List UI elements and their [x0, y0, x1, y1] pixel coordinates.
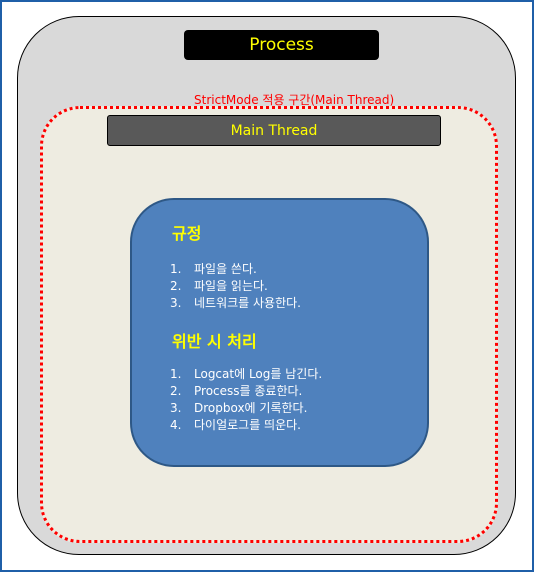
list-item: 3.네트워크를 사용한다. [170, 296, 301, 310]
rules-list: 1.파일을 쓴다. 2.파일을 읽는다. 3.네트워크를 사용한다. [170, 261, 301, 312]
list-item: 1.Logcat에 Log를 남긴다. [170, 367, 323, 381]
list-item: 1.파일을 쓴다. [170, 262, 257, 276]
violation-heading: 위반 시 처리 [172, 332, 257, 351]
strictmode-zone-label: StrictMode 적용 구간(Main Thread) [194, 93, 395, 107]
main-thread-bar: Main Thread [107, 115, 441, 146]
list-item: 2.Process를 종료한다. [170, 384, 303, 398]
process-label: Process [184, 30, 379, 60]
rules-card: 규정 1.파일을 쓴다. 2.파일을 읽는다. 3.네트워크를 사용한다. 위반… [130, 198, 429, 467]
list-item: 3.Dropbox에 기록한다. [170, 401, 308, 415]
list-item: 2.파일을 읽는다. [170, 279, 268, 293]
violation-list: 1.Logcat에 Log를 남긴다. 2.Process를 종료한다. 3.D… [170, 366, 322, 434]
list-item: 4.다이얼로그를 띄운다. [170, 418, 301, 432]
rules-heading: 규정 [172, 224, 202, 243]
